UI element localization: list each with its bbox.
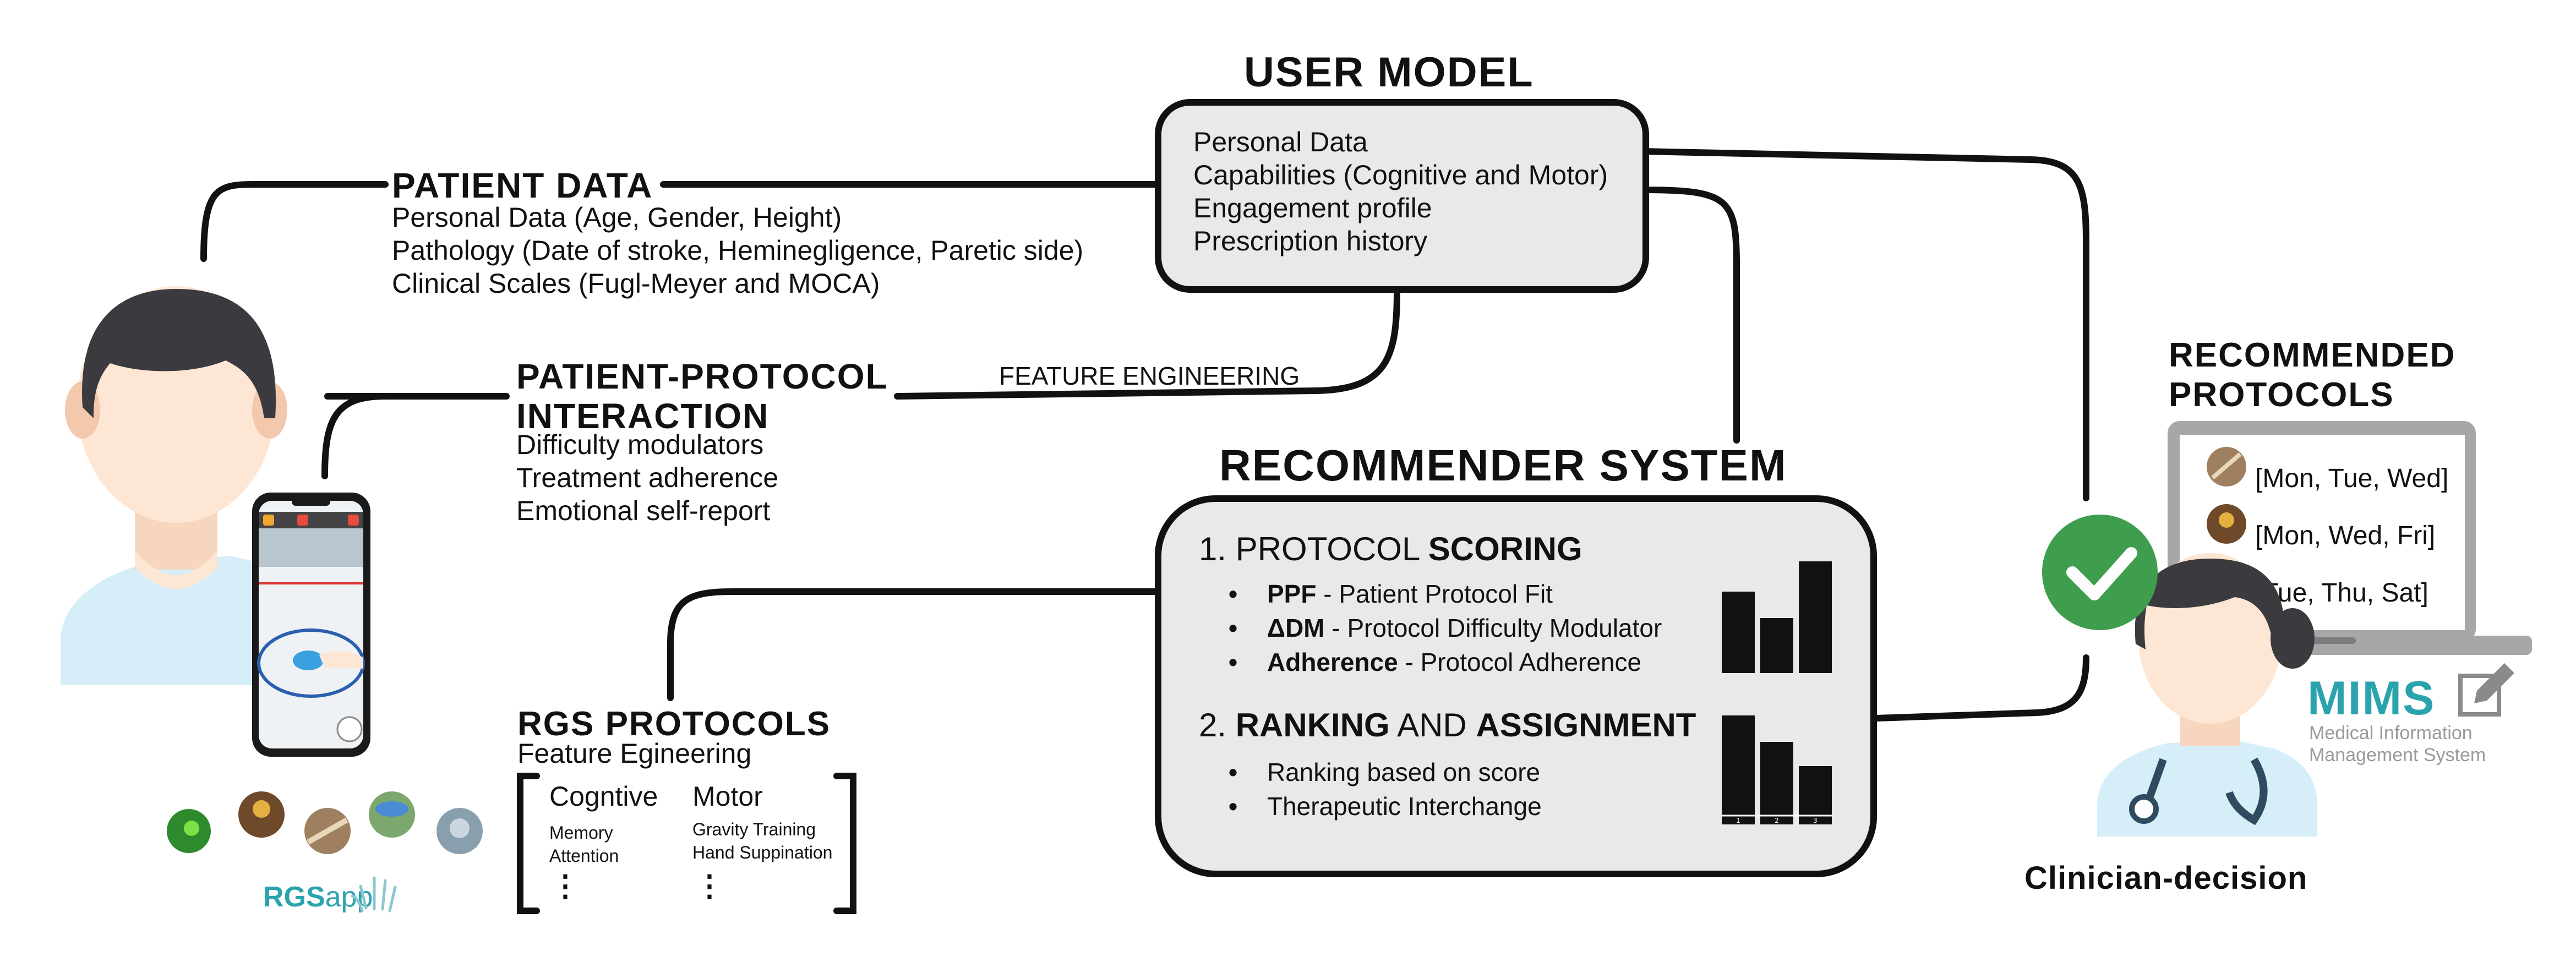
- bracket-left: [517, 773, 540, 914]
- interaction-item: Treatment adherence: [516, 462, 779, 493]
- patient-data-item: Pathology (Date of stroke, Heminegligenc…: [392, 235, 1084, 266]
- line-rs-to-clin: [1874, 654, 2089, 721]
- line-interaction-phone: [321, 393, 389, 479]
- clinician-label: Clinician-decision: [2024, 860, 2308, 896]
- user-model-item: Engagement profile: [1193, 193, 1432, 223]
- recommender-box: [1155, 495, 1877, 877]
- mims-subtitle: Medical Information Management System: [2309, 722, 2486, 766]
- ranking-heading: 2. RANKING AND ASSIGNMENT: [1199, 707, 1696, 744]
- user-model-box: [1155, 99, 1649, 293]
- scoring-item: •Adherence - Protocol Adherence: [1229, 648, 1642, 676]
- interaction-title-line2: INTERACTION: [516, 396, 769, 436]
- interaction-title-line1: PATIENT-PROTOCOL: [516, 357, 888, 396]
- rgs-col2-item: Gravity Training: [692, 819, 816, 839]
- schedule-item: [Mon, Wed, Fri]: [2255, 521, 2436, 550]
- ranking-list: •Ranking based on score •Therapeutic Int…: [1229, 755, 1542, 823]
- game-icons: [167, 791, 483, 854]
- rgs-col1-item: Attention: [549, 846, 619, 866]
- user-model-item: Capabilities (Cognitive and Motor): [1193, 160, 1608, 190]
- ranking-bar-label: 1: [1736, 817, 1740, 824]
- mims-subtitle-line1: Medical Information: [2309, 723, 2473, 744]
- phone-icon: [252, 493, 370, 757]
- schedule-item: [Mon, Tue, Wed]: [2255, 464, 2449, 493]
- interaction-title: PATIENT-PROTOCOL INTERACTION: [516, 357, 888, 436]
- recommended-title: RECOMMENDED PROTOCOLS: [2169, 336, 2455, 415]
- interaction-items: Difficulty modulators Treatment adherenc…: [516, 428, 778, 527]
- patient-data-item: Clinical Scales (Fugl-Meyer and MOCA): [392, 268, 880, 299]
- interaction-item: Emotional self-report: [516, 495, 771, 526]
- user-model-item: Personal Data: [1193, 127, 1368, 157]
- scoring-heading: 1. PROTOCOL SCORING: [1199, 530, 1582, 568]
- rgs-protocols-title: RGS PROTOCOLS: [517, 705, 831, 743]
- user-model-title: USER MODEL: [1244, 49, 1534, 96]
- line-um-to-rs: [1640, 187, 1740, 444]
- patient-data-items: Personal Data (Age, Gender, Height) Path…: [392, 201, 1083, 300]
- recommended-title-line2: PROTOCOLS: [2169, 376, 2394, 414]
- ranking-bar-icon: [1722, 715, 1832, 824]
- ranking-bar-label: 2: [1775, 817, 1779, 824]
- patient-data-title: PATIENT DATA: [392, 166, 653, 205]
- recommender-title: RECOMMENDER SYSTEM: [1219, 441, 1787, 490]
- user-model-item: Prescription history: [1193, 226, 1428, 256]
- ranking-item: •Ranking based on score: [1229, 758, 1541, 786]
- ranking-bar-label: 3: [1813, 817, 1818, 824]
- rgs-col1-header: Cogntive: [549, 781, 658, 812]
- rgs-col1-item: Memory: [549, 823, 613, 843]
- interaction-item: Difficulty modulators: [516, 429, 764, 460]
- recommended-schedules: [Mon, Tue, Wed] [Mon, Wed, Fri] [Tue, Th…: [2255, 450, 2448, 622]
- scoring-prefix: 1. PROTOCOL: [1199, 531, 1428, 567]
- recommended-title-line1: RECOMMENDED: [2169, 336, 2456, 374]
- line-um-to-clin: [1640, 148, 2089, 501]
- line-rgs-to-rs: [667, 588, 1165, 701]
- patient-data-item: Personal Data (Age, Gender, Height): [392, 202, 842, 233]
- rgs-col2-item: Hand Suppination: [692, 843, 833, 862]
- rgs-col2-ellipsis: ⋮: [695, 870, 724, 903]
- user-model-items: Personal Data Capabilities (Cognitive an…: [1193, 125, 1608, 258]
- line-patient-data-left: [200, 181, 389, 262]
- scoring-list: •PPF - Patient Protocol Fit •ΔDM - Proto…: [1229, 577, 1662, 679]
- bracket-right: [833, 773, 856, 914]
- clinician-hair: [2135, 559, 2285, 649]
- scoring-item: •ΔDM - Protocol Difficulty Modulator: [1229, 614, 1662, 642]
- scoring-bar-icon: [1722, 561, 1832, 673]
- check-icon: [2042, 515, 2158, 630]
- scoring-item: •PPF - Patient Protocol Fit: [1229, 580, 1553, 608]
- rgs-col2-items: Gravity Training Hand Suppination: [692, 818, 832, 864]
- rgs-col1-ellipsis: ⋮: [550, 870, 580, 903]
- ranking-item: •Therapeutic Interchange: [1229, 792, 1542, 821]
- line-feature-eng: [894, 288, 1400, 400]
- rgs-col2-header: Motor: [692, 781, 763, 812]
- scoring-bold: SCORING: [1428, 531, 1582, 567]
- mims-logo: MIMS: [2307, 672, 2436, 725]
- schedule-item: [Tue, Thu, Sat]: [2255, 578, 2428, 608]
- rgs-protocols-subtitle: Feature Egineering: [517, 738, 752, 769]
- mims-subtitle-line2: Management System: [2309, 745, 2486, 766]
- rgs-col1-items: Memory Attention: [549, 821, 619, 867]
- feature-engineering-label: FEATURE ENGINEERING: [999, 362, 1300, 390]
- patient-hair: [82, 289, 276, 418]
